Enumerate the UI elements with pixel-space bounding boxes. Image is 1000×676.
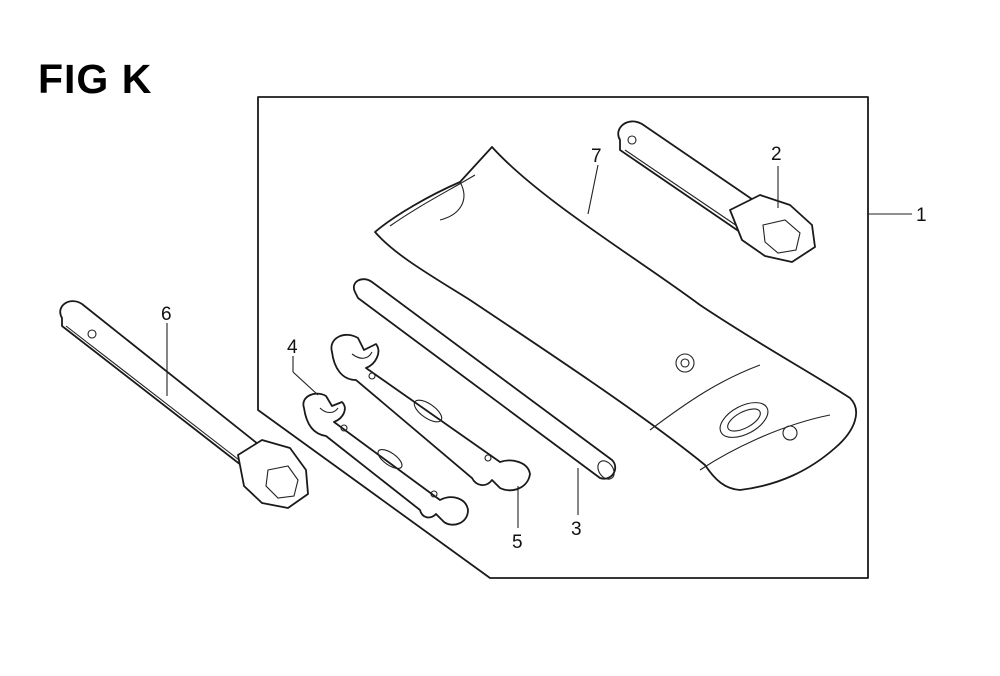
tool-bag: [374, 146, 858, 491]
handle-rod: [352, 278, 617, 480]
callout-6: 6: [161, 304, 172, 325]
leader-7: [587, 164, 599, 215]
figure-title: FIG K: [38, 56, 153, 102]
callout-2: 2: [771, 144, 782, 165]
callout-3: 3: [571, 519, 582, 540]
kit-boundary: [257, 96, 869, 579]
callout-5: 5: [512, 532, 523, 553]
callout-7: 7: [591, 146, 602, 167]
leader-4b: [292, 371, 319, 396]
box-spanner-long: [59, 300, 309, 509]
wrench-upper: [330, 333, 531, 492]
box-spanner-small: [617, 120, 816, 263]
wrench-lower: [302, 392, 469, 526]
callout-4: 4: [287, 337, 298, 358]
callout-1: 1: [916, 205, 927, 226]
